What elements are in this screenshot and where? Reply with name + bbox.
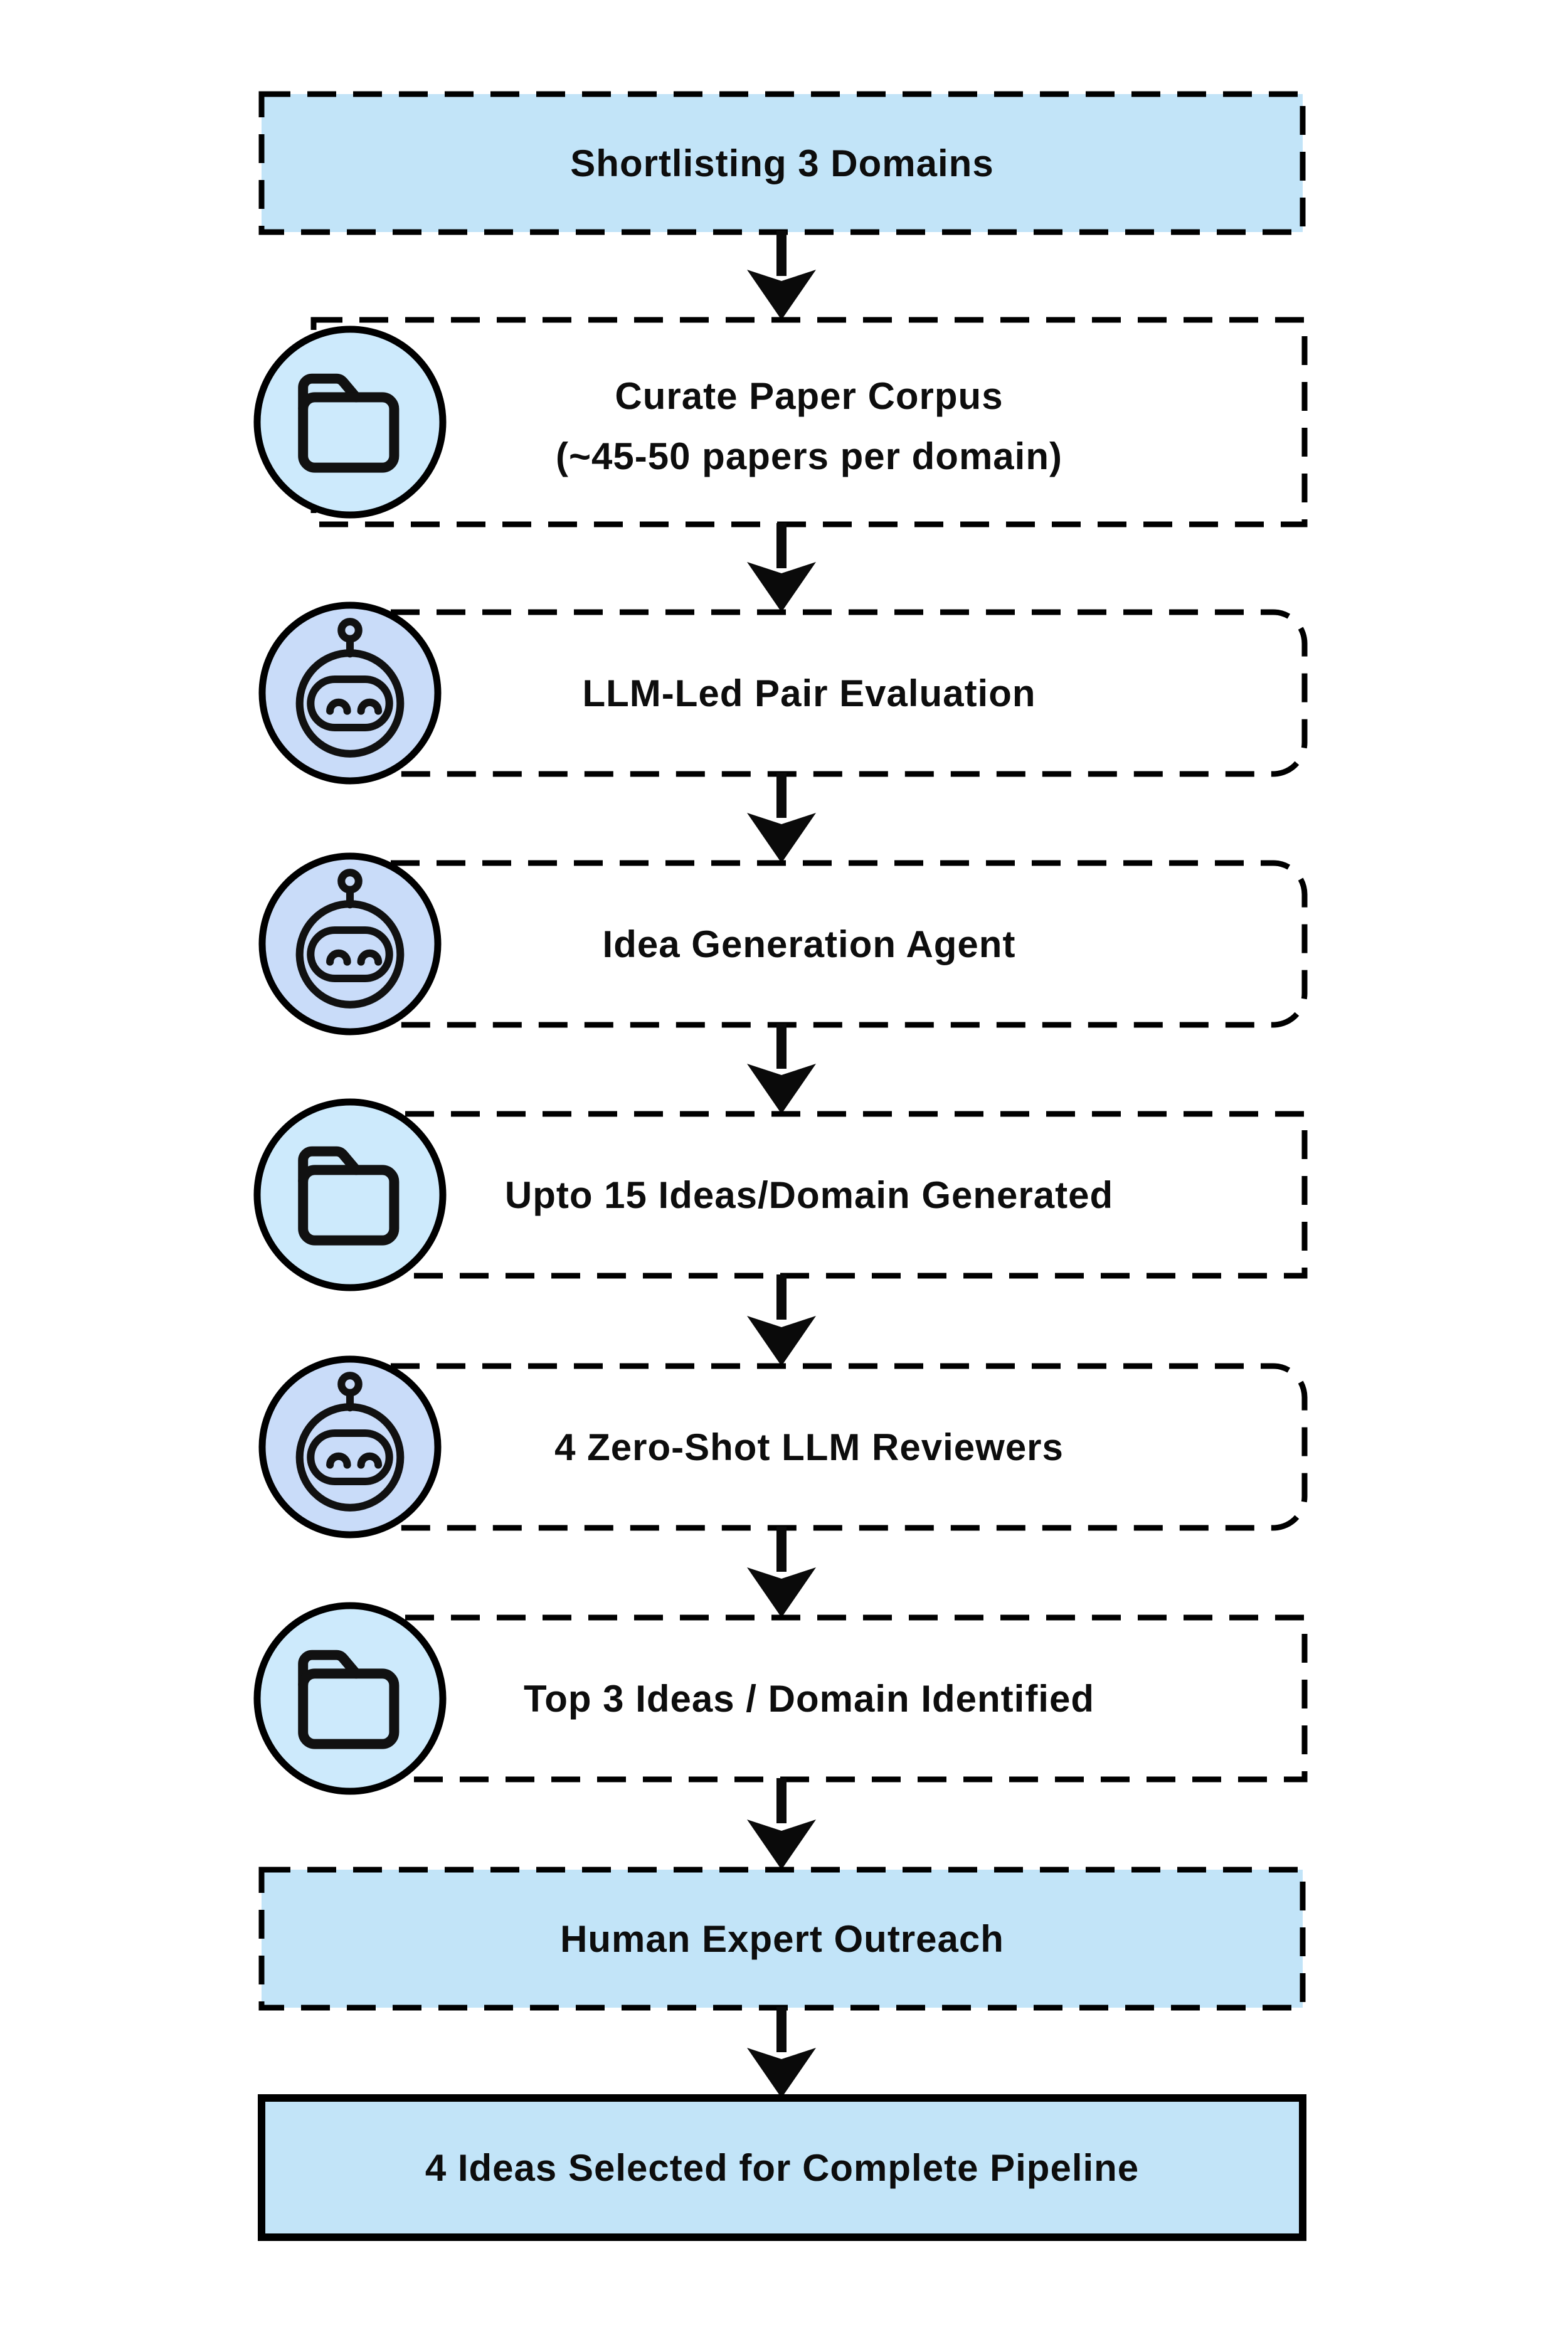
icon-badge xyxy=(258,852,442,1036)
icon-badge xyxy=(258,601,442,785)
flow-arrow xyxy=(747,1024,816,1114)
node-label: LLM-Led Pair Evaluation xyxy=(582,672,1036,714)
node-top-ideas-identified: Top 3 Ideas / Domain Identified xyxy=(253,1602,1308,1795)
node-box xyxy=(258,91,1306,235)
node-llm-pair-evaluation: LLM-Led Pair Evaluation xyxy=(258,601,1308,785)
icon-badge xyxy=(253,1602,447,1795)
node-idea-generation-agent: Idea Generation Agent xyxy=(258,852,1308,1036)
icon-badge xyxy=(253,1098,447,1291)
node-sublabel: (~45-50 papers per domain) xyxy=(556,435,1062,477)
node-human-expert-outreach: Human Expert Outreach xyxy=(258,1867,1306,2011)
node-llm-reviewers: 4 Zero-Shot LLM Reviewers xyxy=(258,1355,1308,1539)
node-label: 4 Zero-Shot LLM Reviewers xyxy=(554,1426,1064,1468)
flow-arrow xyxy=(747,773,816,863)
node-label: Human Expert Outreach xyxy=(560,1918,1004,1960)
flow-arrow xyxy=(747,2007,816,2098)
node-box xyxy=(258,2094,1306,2241)
node-label: Top 3 Ideas / Domain Identified xyxy=(524,1678,1094,1720)
node-ideas-generated: Upto 15 Ideas/Domain Generated xyxy=(253,1098,1308,1291)
node-ideas-selected: 4 Ideas Selected for Complete Pipeline xyxy=(258,2094,1306,2241)
node-box xyxy=(310,1614,1308,1783)
node-box xyxy=(310,1111,1308,1279)
node-box xyxy=(310,317,1308,527)
flow-arrow xyxy=(747,1778,816,1870)
node-label: Shortlisting 3 Domains xyxy=(570,142,993,184)
flow-arrow xyxy=(747,1274,816,1366)
icon-badge xyxy=(258,1355,442,1539)
flow-arrow xyxy=(747,1527,816,1618)
node-shortlisting-domains: Shortlisting 3 Domains xyxy=(258,91,1306,235)
node-curate-paper-corpus: Curate Paper Corpus (~45-50 papers per d… xyxy=(253,317,1308,527)
node-label: 4 Ideas Selected for Complete Pipeline xyxy=(425,2147,1139,2189)
flow-arrow xyxy=(747,231,816,320)
node-label: Upto 15 Ideas/Domain Generated xyxy=(505,1174,1113,1216)
node-label: Idea Generation Agent xyxy=(603,923,1016,965)
flow-arrow xyxy=(747,523,816,612)
icon-badge xyxy=(253,326,447,519)
node-label: Curate Paper Corpus xyxy=(615,375,1003,417)
